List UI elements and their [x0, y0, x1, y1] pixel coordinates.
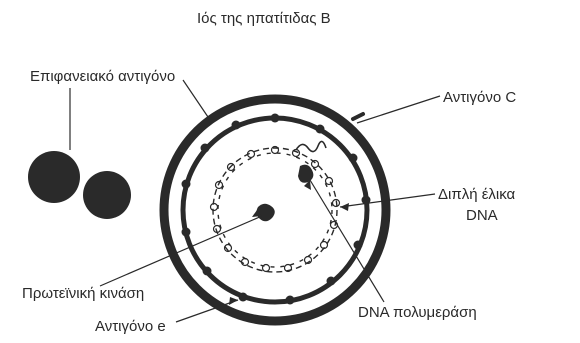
core-capsid: [183, 118, 367, 302]
dna-double-helix: [211, 147, 340, 273]
label-protein-kinase: Πρωτεϊνική κινάση: [22, 285, 144, 303]
label-antigen-e: Αντιγόνο e: [95, 318, 166, 336]
arrowheads: [229, 180, 349, 305]
dna-polymerase-blob: [298, 165, 313, 183]
label-double-helix: Διπλή έλικα: [438, 186, 515, 204]
label-antigen-c: Αντιγόνο C: [443, 89, 516, 107]
surface-antigen-particle-2: [83, 171, 131, 219]
dna-single-strand-gap: [296, 141, 326, 151]
label-dna-polymerase: DNA πολυμεράση: [358, 304, 477, 322]
outer-envelope: [164, 99, 386, 321]
label-surface-antigen: Επιφανειακό αντιγόνο: [30, 68, 175, 86]
protein-kinase-blob: [256, 204, 274, 222]
label-double-helix-dna: DNA: [466, 207, 498, 225]
surface-antigen-particle-1: [28, 151, 80, 203]
diagram-title: Ιός της ηπατίτιδας Β: [197, 10, 331, 28]
antigen-c-marker: [353, 114, 363, 119]
